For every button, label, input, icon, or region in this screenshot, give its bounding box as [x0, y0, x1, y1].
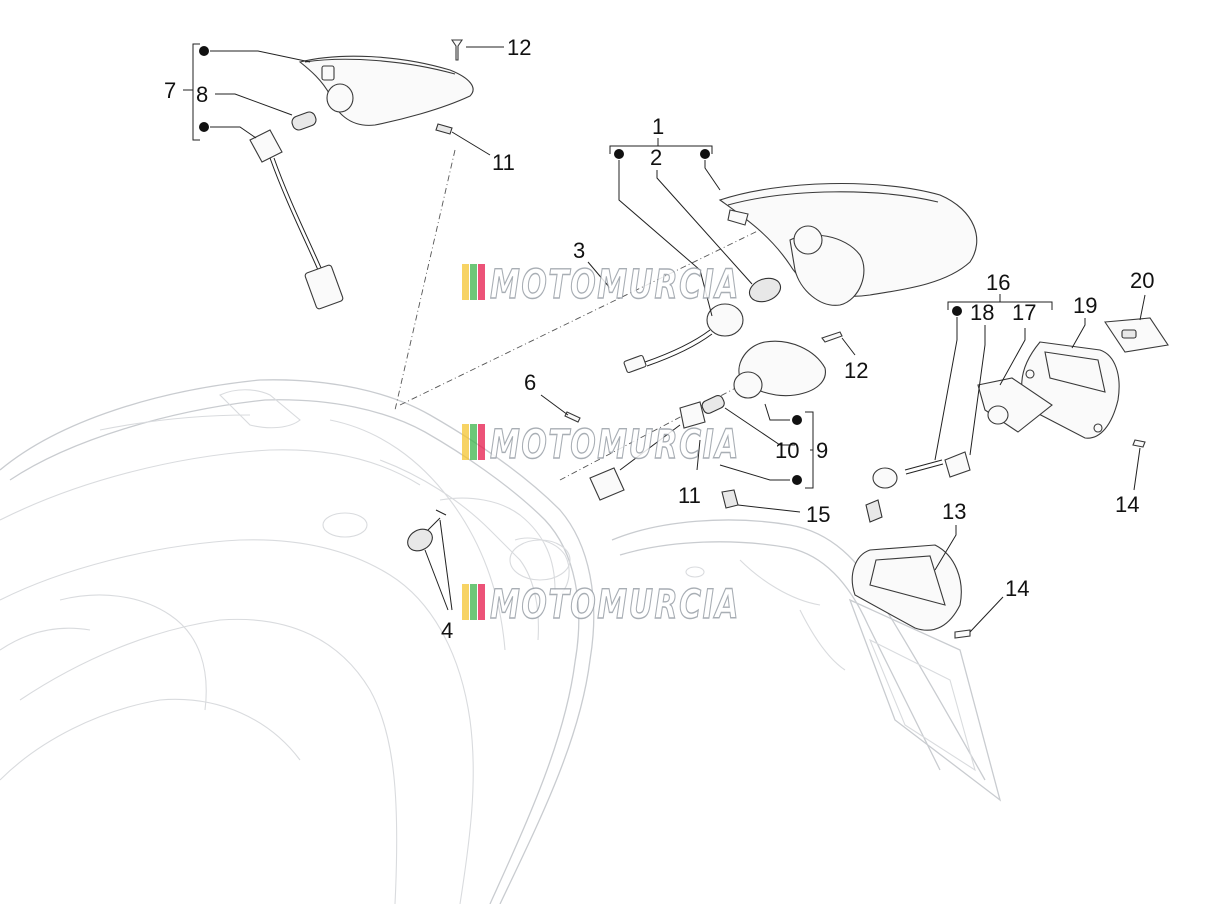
callout-14-right: 14 — [1115, 492, 1139, 517]
screw-14-bottom — [954, 629, 971, 639]
watermark-stripe — [462, 424, 469, 460]
scooter-body-outline — [0, 379, 595, 904]
callout-1: 1 — [652, 114, 664, 139]
callout-15: 15 — [806, 502, 830, 527]
callout-3: 3 — [573, 238, 585, 263]
callout-11-top: 11 — [492, 150, 515, 175]
tail-light-socket-wire — [623, 303, 744, 374]
leader-lines — [183, 43, 1146, 633]
callout-12-top: 12 — [507, 35, 531, 60]
watermark-logo: MOTOMURCIA — [462, 421, 740, 469]
screw-14-right — [1132, 439, 1146, 448]
watermark-stripe — [470, 584, 477, 620]
license-light-socket — [865, 459, 944, 523]
watermark-stripe — [478, 264, 485, 300]
front-indicator-socket-wire — [249, 129, 344, 310]
screw-mid — [821, 331, 843, 343]
callout-10: 10 — [775, 438, 799, 463]
callout-14-bottom: 14 — [1005, 576, 1029, 601]
rear-mudguard-outline — [611, 519, 1002, 802]
watermark-stripe — [470, 424, 477, 460]
callout-6: 6 — [524, 370, 536, 395]
callout-16: 16 — [986, 270, 1010, 295]
license-light-cover — [851, 544, 962, 631]
clip-top — [435, 123, 453, 135]
watermark-stripe — [470, 264, 477, 300]
callout-13: 13 — [942, 499, 966, 524]
callout-19: 19 — [1073, 293, 1097, 318]
watermark-stripe — [478, 584, 485, 620]
screw-6 — [564, 411, 581, 423]
rear-indicator-socket — [589, 401, 706, 501]
connector-4 — [407, 509, 447, 552]
rear-indicator-bulb — [701, 395, 725, 414]
watermark-text: MOTOMURCIA — [490, 582, 740, 628]
watermark-logos: MOTOMURCIA MOTOMURCIA MOTOMURCIA — [462, 261, 740, 629]
watermark-text: MOTOMURCIA — [490, 422, 740, 468]
watermark-stripe — [462, 264, 469, 300]
rear-indicator-lens — [733, 340, 826, 399]
license-light-bulb-holder — [944, 451, 971, 478]
callout-7: 7 — [164, 78, 176, 103]
callout-17: 17 — [1012, 300, 1036, 325]
front-indicator-bulb — [291, 111, 317, 131]
license-light-lens — [1104, 317, 1169, 353]
front-indicator-lens — [298, 55, 474, 126]
watermark-logo: MOTOMURCIA — [462, 581, 740, 629]
callout-9: 9 — [816, 438, 828, 463]
tail-light-assembly — [718, 182, 978, 306]
callout-11-mid: 11 — [678, 483, 701, 508]
clip-15 — [721, 489, 739, 509]
tail-light-bulb — [748, 277, 782, 303]
callout-4: 4 — [441, 618, 453, 643]
license-light-housing — [1021, 341, 1120, 439]
screw-top — [450, 39, 464, 61]
callout-2: 2 — [650, 145, 662, 170]
callout-18: 18 — [970, 300, 994, 325]
watermark-stripe — [478, 424, 485, 460]
watermark-logo: MOTOMURCIA — [462, 261, 740, 309]
callout-numbers: 12 7 8 11 1 2 3 12 6 10 9 11 15 4 16 18 … — [164, 35, 1154, 643]
callout-20: 20 — [1130, 268, 1154, 293]
watermark-stripe — [462, 584, 469, 620]
watermark-text: MOTOMURCIA — [490, 262, 740, 308]
callout-12-mid: 12 — [844, 358, 868, 383]
license-light-reflector — [977, 377, 1053, 433]
callout-8: 8 — [196, 82, 208, 107]
